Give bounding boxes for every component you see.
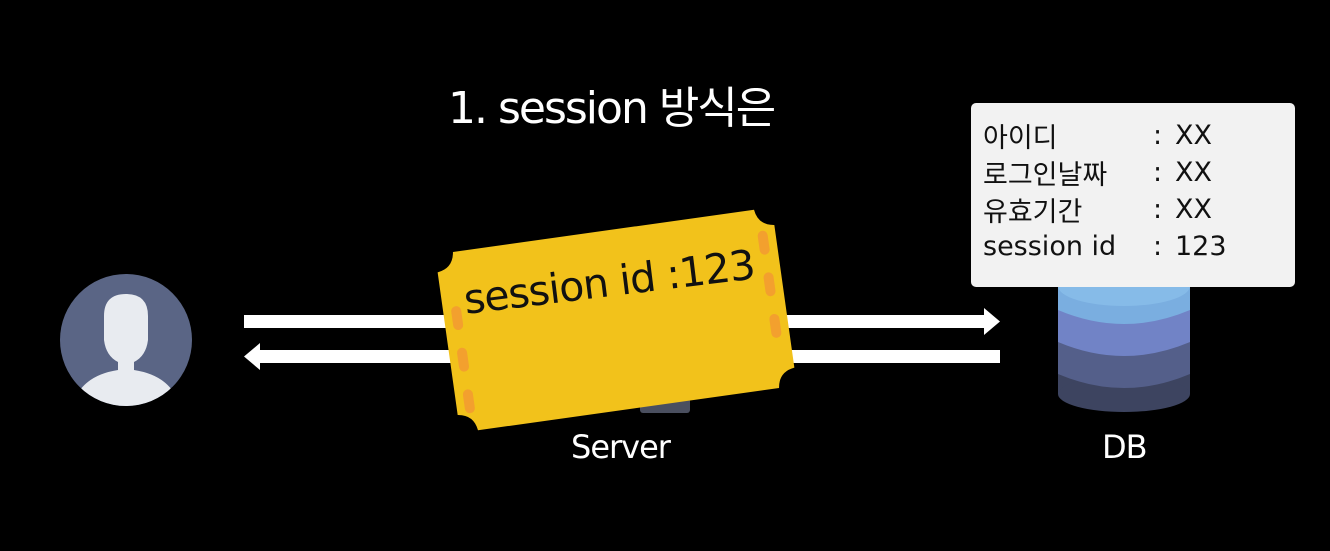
record-row-id: 아이디 : XX — [983, 117, 1295, 154]
record-row-session-id: session id : 123 — [983, 228, 1295, 265]
record-key: session id — [983, 231, 1117, 262]
record-value: XX — [1175, 120, 1212, 151]
ticket-icon — [437, 209, 795, 431]
session-record-card: 아이디 : XX 로그인날짜 : XX 유효기간 : XX session id… — [971, 103, 1295, 287]
server-label: Server — [571, 428, 671, 466]
db-label: DB — [1102, 428, 1148, 466]
record-row-expiry: 유효기간 : XX — [983, 191, 1295, 228]
record-key: 아이디 — [983, 123, 1058, 154]
record-key: 유효기간 — [983, 197, 1083, 228]
record-value: XX — [1175, 157, 1212, 188]
record-separator: : — [1153, 157, 1163, 188]
record-value: 123 — [1175, 231, 1227, 262]
record-key: 로그인날짜 — [983, 160, 1108, 191]
record-separator: : — [1153, 231, 1163, 262]
record-row-login-date: 로그인날짜 : XX — [983, 154, 1295, 191]
record-separator: : — [1153, 194, 1163, 225]
slide-title: 1. session 방식은 — [448, 83, 776, 134]
record-separator: : — [1153, 120, 1163, 151]
record-value: XX — [1175, 194, 1212, 225]
user-avatar-icon — [60, 274, 192, 406]
